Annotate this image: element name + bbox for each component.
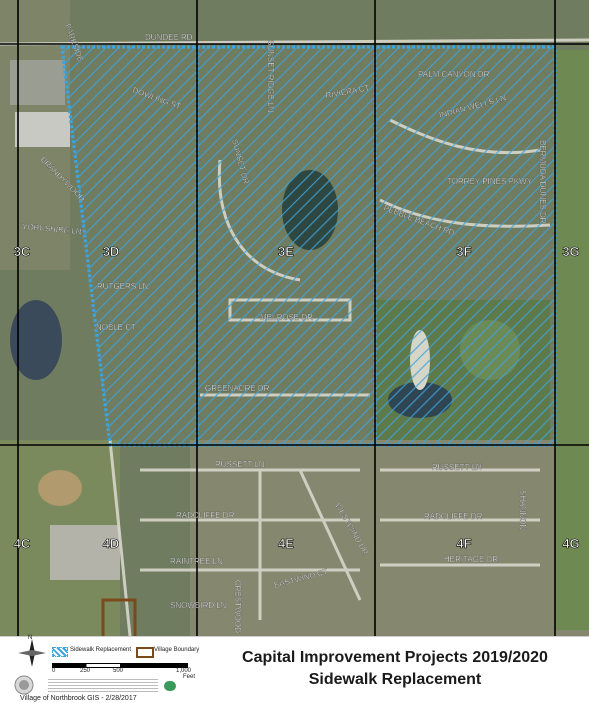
grid-label-3f: 3F xyxy=(456,244,471,259)
street-torrey-pines: TORREY PINES PKWY xyxy=(447,177,533,186)
street-heritage: HERITAGE DR xyxy=(444,555,498,564)
map-footer: N Sidewalk Replacement Village Boundary … xyxy=(0,635,589,703)
north-label: N xyxy=(28,635,33,641)
scale-unit: Feet xyxy=(183,674,196,680)
grid-label-4f: 4F xyxy=(456,536,471,551)
map-title: Capital Improvement Projects 2019/2020 xyxy=(242,649,548,666)
boundary-swatch xyxy=(136,647,154,658)
grid-label-4c: 4C xyxy=(14,536,31,551)
street-shannon: SHANNON xyxy=(518,490,527,530)
street-crestwood: CRESTWOOD xyxy=(233,580,242,633)
credit-text: Village of Northbrook GIS - 2/28/2017 xyxy=(20,695,137,702)
grid-label-4e: 4E xyxy=(278,536,294,551)
map-subtitle: Sidewalk Replacement xyxy=(308,671,482,688)
street-snowbird: SNOWBIRD LN xyxy=(170,601,227,610)
scale-tick-250: 250 xyxy=(80,668,91,674)
grid-label-3g: 3G xyxy=(562,244,579,259)
scale-tick-500: 500 xyxy=(113,668,124,674)
scale-bar xyxy=(52,663,188,668)
street-radcliffe-1: RADCLIFFE DR xyxy=(176,511,234,520)
legend-sidewalk-label: Sidewalk Replacement xyxy=(70,647,132,653)
street-radcliffe-2: RADCLIFFE DR xyxy=(424,512,482,521)
legend-boundary-label: Village Boundary xyxy=(154,647,200,653)
grid-label-4d: 4D xyxy=(103,536,120,551)
street-melrose: MELROSE DR xyxy=(260,313,313,322)
north-arrow-icon xyxy=(18,639,46,667)
grid-label-4g: 4G xyxy=(562,536,579,551)
scale-tick-0: 0 xyxy=(52,668,56,674)
street-russett-2: RUSSETT LN xyxy=(432,463,482,472)
aerial-map[interactable]: 3C 3D 3E 3F 3G 4C 4D 4E 4F 4G DUNDEE RD … xyxy=(0,0,589,636)
street-dundee: DUNDEE RD xyxy=(145,33,193,42)
scale-tick-1000: 1,000 xyxy=(176,668,192,674)
street-rutgers: RUTGERS LN xyxy=(97,282,149,291)
grid-label-3c: 3C xyxy=(14,244,31,259)
grid-label-3d: 3D xyxy=(103,244,120,259)
disclaimer-text xyxy=(48,679,158,693)
village-seal-icon xyxy=(14,675,34,695)
sidewalk-swatch xyxy=(52,647,68,657)
street-raintree: RAINTREE LN xyxy=(170,557,223,566)
street-bermuda-dunes: BERMUDA DUNES DR xyxy=(538,140,547,224)
street-greenacre: GREENACRE DR xyxy=(205,384,270,393)
street-palm-canyon: PALM CANYON DR xyxy=(418,70,490,79)
street-sunset-ridge: SUNSET RIDGE LN xyxy=(266,40,275,113)
grid-label-3e: 3E xyxy=(278,244,294,259)
street-noble: NOBLE CT xyxy=(96,323,136,332)
gis-logo-icon xyxy=(164,681,176,691)
street-russett-1: RUSSETT LN xyxy=(215,460,265,469)
